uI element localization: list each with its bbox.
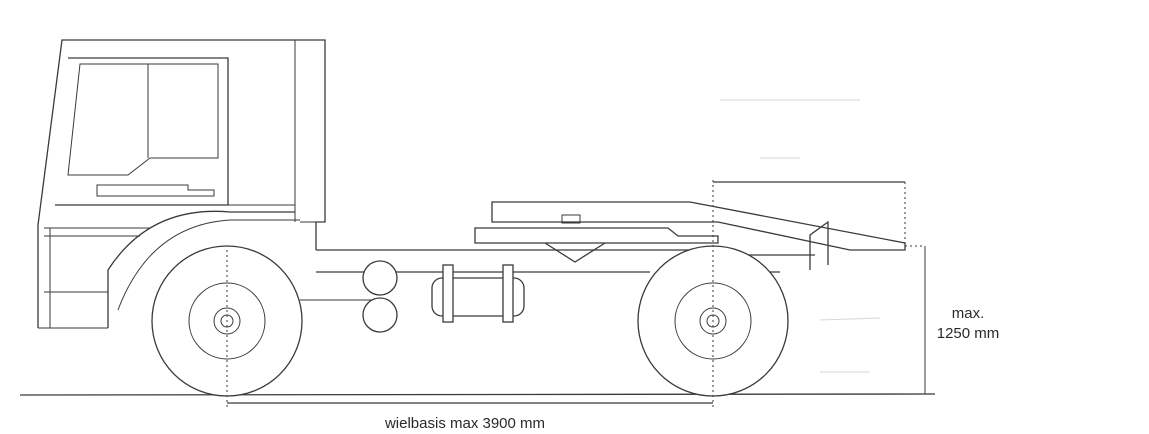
ground-line [19, 393, 936, 396]
height-dimension [905, 245, 926, 394]
wheelbase-label: wielbasis max 3900 mm [384, 415, 545, 429]
wheelbase-dimension [226, 180, 714, 408]
height-label-line2: 1250 mm [937, 325, 1000, 342]
fuel-tank [431, 264, 525, 323]
truck-cab [37, 39, 326, 329]
height-label-line1: max. [952, 305, 985, 322]
overhang-dimension [713, 181, 906, 243]
bleed-through-marks [720, 99, 881, 373]
fifth-wheel [474, 201, 906, 270]
air-tanks [362, 260, 398, 333]
